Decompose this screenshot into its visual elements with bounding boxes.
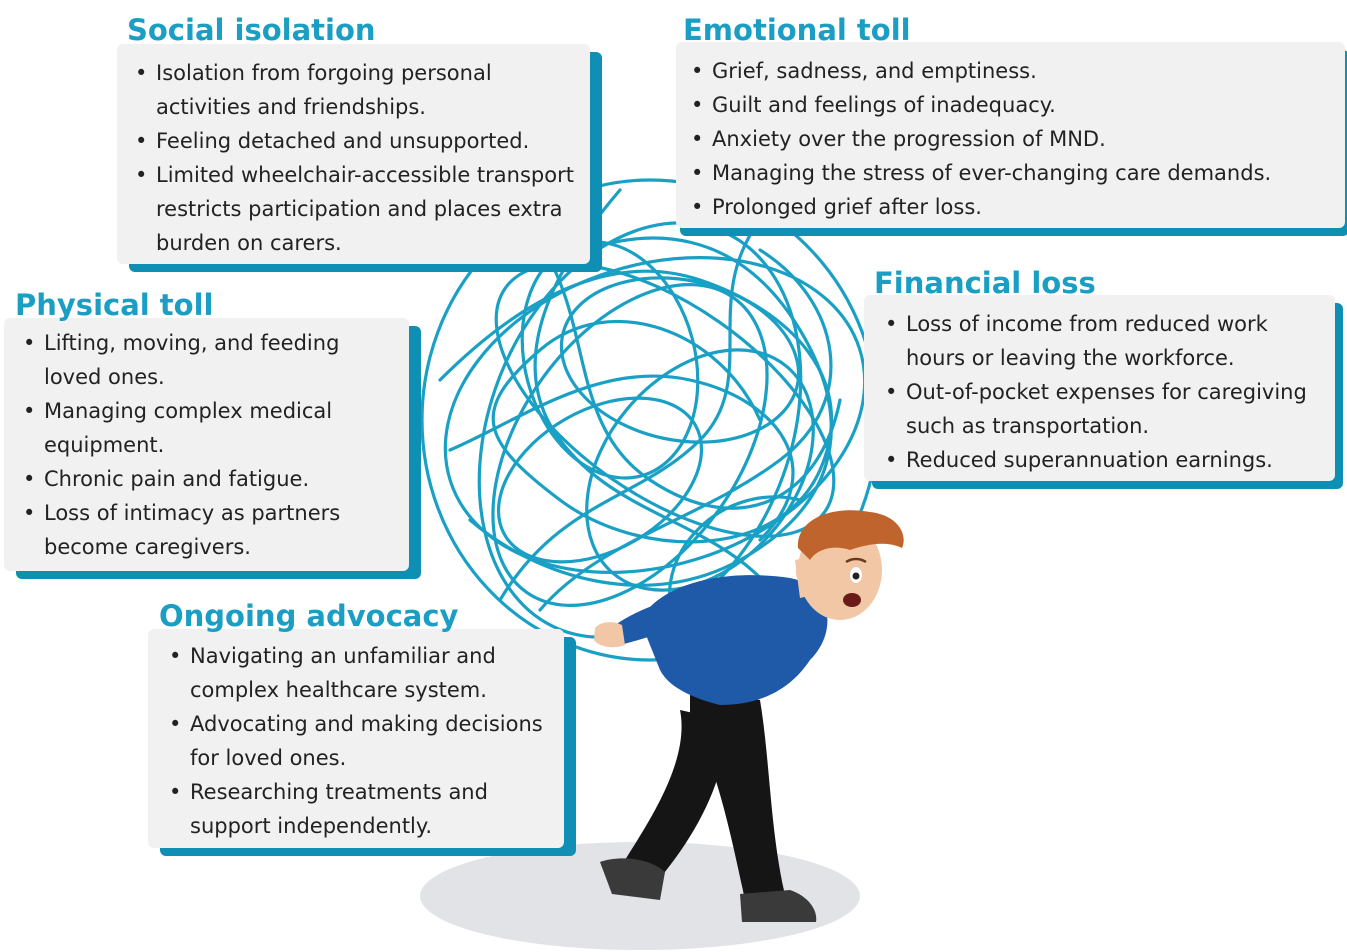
list-item: Loss of income from reduced work hours o…	[876, 307, 1329, 375]
financial-loss-card: Loss of income from reduced work hours o…	[864, 295, 1335, 481]
list-item: Feeling detached and unsupported.	[126, 124, 578, 158]
list-item: Limited wheelchair-accessible transport …	[126, 158, 578, 260]
emotional-toll-card: Grief, sadness, and emptiness. Guilt and…	[676, 42, 1345, 228]
ongoing-advocacy-title: Ongoing advocacy	[159, 599, 459, 633]
list-item: Chronic pain and fatigue.	[14, 462, 399, 496]
list-item: Loss of intimacy as partners become care…	[14, 496, 399, 564]
list-item: Lifting, moving, and feeding loved ones.	[14, 326, 399, 394]
list-item: Isolation from forgoing personal activit…	[126, 56, 578, 124]
emotional-toll-list: Grief, sadness, and emptiness. Guilt and…	[682, 54, 1339, 224]
list-item: Researching treatments and support indep…	[160, 775, 554, 843]
list-item: Guilt and feelings of inadequacy.	[682, 88, 1339, 122]
list-item: Grief, sadness, and emptiness.	[682, 54, 1339, 88]
list-item: Navigating an unfamiliar and complex hea…	[160, 639, 554, 707]
physical-toll-list: Lifting, moving, and feeding loved ones.…	[14, 326, 399, 564]
list-item: Managing complex medical equipment.	[14, 394, 399, 462]
physical-toll-card: Lifting, moving, and feeding loved ones.…	[4, 318, 409, 571]
ongoing-advocacy-card: Navigating an unfamiliar and complex hea…	[148, 629, 564, 848]
physical-toll-title: Physical toll	[15, 288, 214, 322]
list-item: Out-of-pocket expenses for caregiving su…	[876, 375, 1329, 443]
list-item: Advocating and making decisions for love…	[160, 707, 554, 775]
list-item: Anxiety over the progression of MND.	[682, 122, 1339, 156]
social-isolation-card: Isolation from forgoing personal activit…	[117, 44, 590, 264]
social-isolation-title: Social isolation	[127, 13, 376, 47]
man-carrying-burden	[594, 510, 904, 922]
list-item: Prolonged grief after loss.	[682, 190, 1339, 224]
social-isolation-list: Isolation from forgoing personal activit…	[126, 56, 578, 260]
financial-loss-list: Loss of income from reduced work hours o…	[876, 307, 1329, 477]
list-item: Reduced superannuation earnings.	[876, 443, 1329, 477]
ongoing-advocacy-list: Navigating an unfamiliar and complex hea…	[160, 639, 554, 843]
financial-loss-title: Financial loss	[874, 266, 1096, 300]
list-item: Managing the stress of ever-changing car…	[682, 156, 1339, 190]
emotional-toll-title: Emotional toll	[683, 13, 911, 47]
